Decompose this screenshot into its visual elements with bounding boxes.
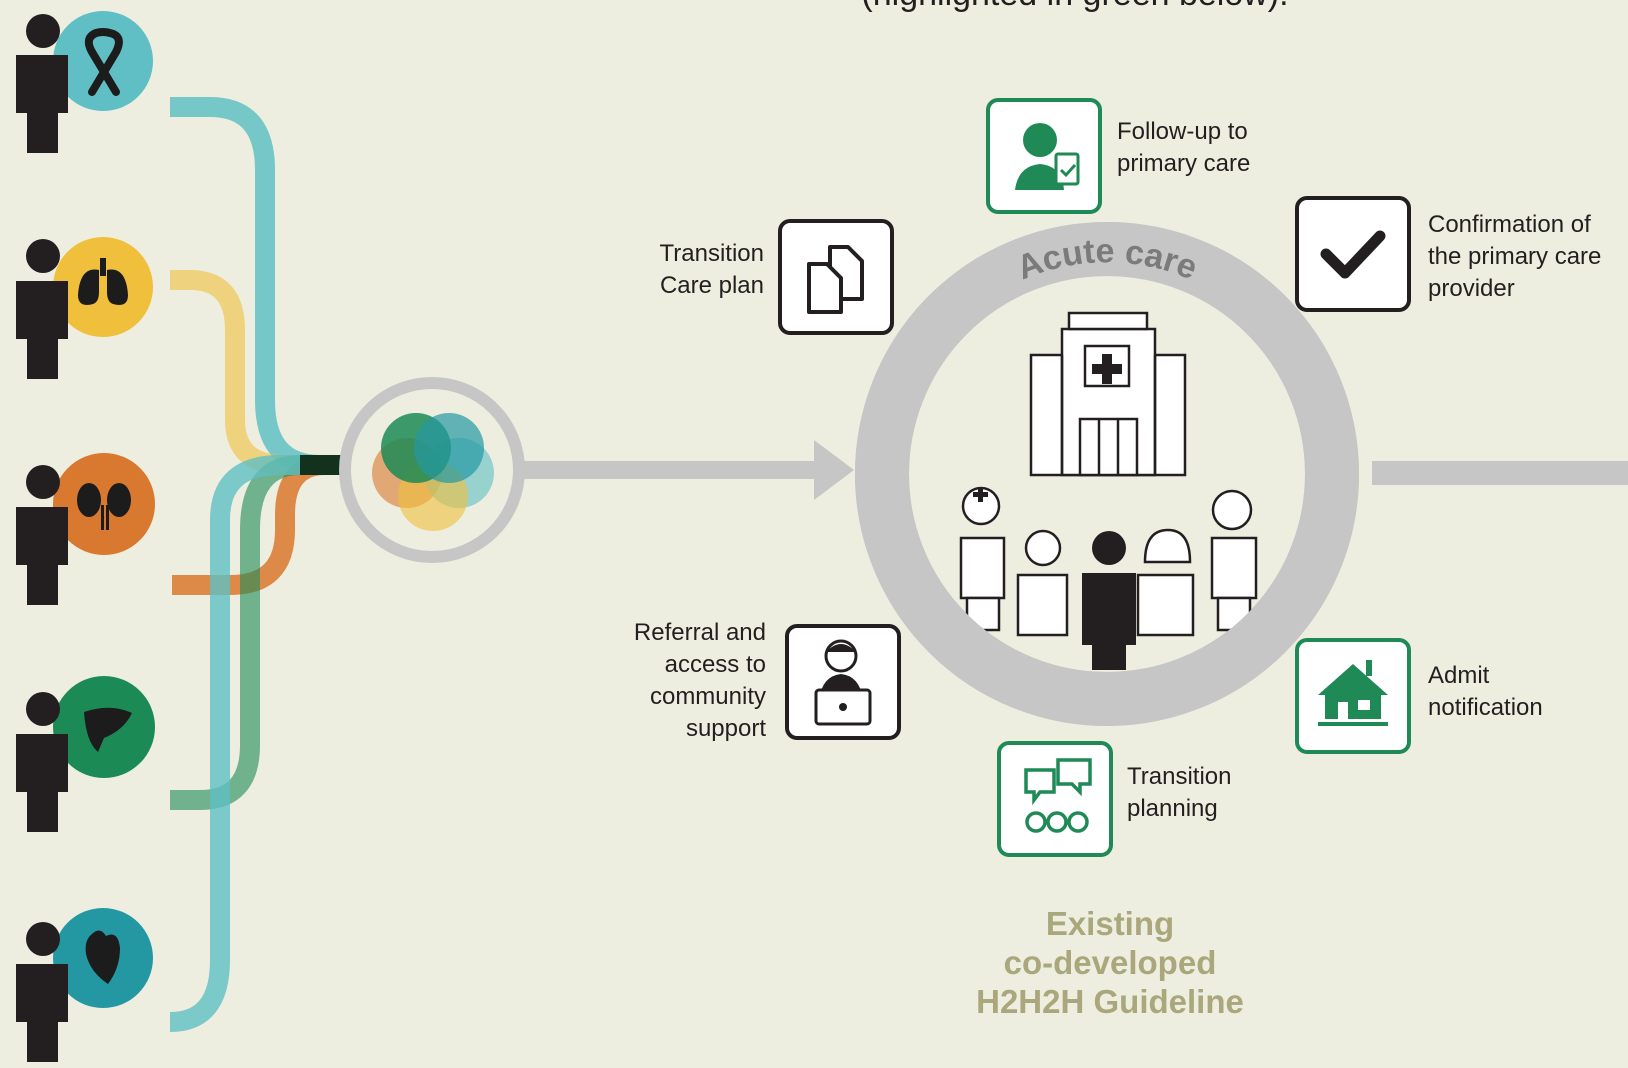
pathway-lines xyxy=(169,97,342,1032)
person-icon xyxy=(16,14,68,153)
person-icon xyxy=(16,239,68,379)
checkmark-icon xyxy=(1320,230,1386,279)
cancer-ribbon-icon xyxy=(84,28,123,96)
liver-icon xyxy=(84,707,132,752)
heart-icon xyxy=(85,930,120,984)
care-plan-label: Transition Care plan xyxy=(659,240,764,299)
care-plan-box xyxy=(778,219,894,335)
kidneys-icon xyxy=(77,483,131,530)
hospital-cross xyxy=(1092,354,1122,384)
person-icon xyxy=(16,465,68,605)
acute-care-hub: Acute care xyxy=(855,222,1359,726)
planning-label: Transition planning xyxy=(1127,763,1232,822)
cancer-badge xyxy=(53,11,153,111)
care-team-icon xyxy=(959,486,1258,637)
team-discussion-icon xyxy=(1024,758,1092,833)
patient-row-liver xyxy=(16,676,155,832)
pathway-line-liver xyxy=(170,455,340,810)
patient-conditions xyxy=(16,11,155,1062)
admit-box xyxy=(1295,638,1411,754)
person-icon xyxy=(16,692,68,832)
documents-icon xyxy=(807,245,864,314)
lungs-icon xyxy=(78,258,128,305)
top-caption: (highlighted in green below). xyxy=(560,0,1590,14)
flow-arrows xyxy=(524,440,1628,500)
kidneys-badge xyxy=(53,453,155,555)
doctor-clipboard-icon xyxy=(1015,123,1080,190)
nurse-cross xyxy=(973,487,988,502)
person-laptop-icon xyxy=(814,639,872,726)
referral-box xyxy=(785,624,901,740)
confirmation-box xyxy=(1295,196,1411,312)
followup-label: Follow-up to primary care xyxy=(1117,118,1251,177)
confirmation-label: Confirmation of the primary care provide… xyxy=(1428,211,1602,302)
lungs-badge xyxy=(53,237,153,337)
guideline-title: Existing co-developed H2H2H Guideline xyxy=(976,905,1244,1020)
house-icon xyxy=(1318,660,1388,726)
patient-row-lungs xyxy=(16,237,153,379)
followup-box xyxy=(986,98,1102,214)
pathway-line-heart xyxy=(169,455,340,1032)
pathway-merge xyxy=(300,455,342,475)
planning-box xyxy=(997,741,1113,857)
admit-label: Admit notification xyxy=(1428,662,1543,721)
patient-row-cancer xyxy=(16,11,153,153)
referral-label: Referral and access to community support xyxy=(633,619,766,742)
integrated-care-node xyxy=(339,377,525,563)
patient-center-icon xyxy=(1082,531,1136,670)
patient-row-kidneys xyxy=(16,453,155,605)
person-icon xyxy=(16,922,68,1062)
hospital-icon xyxy=(1029,311,1187,477)
patient-row-heart xyxy=(16,908,153,1062)
